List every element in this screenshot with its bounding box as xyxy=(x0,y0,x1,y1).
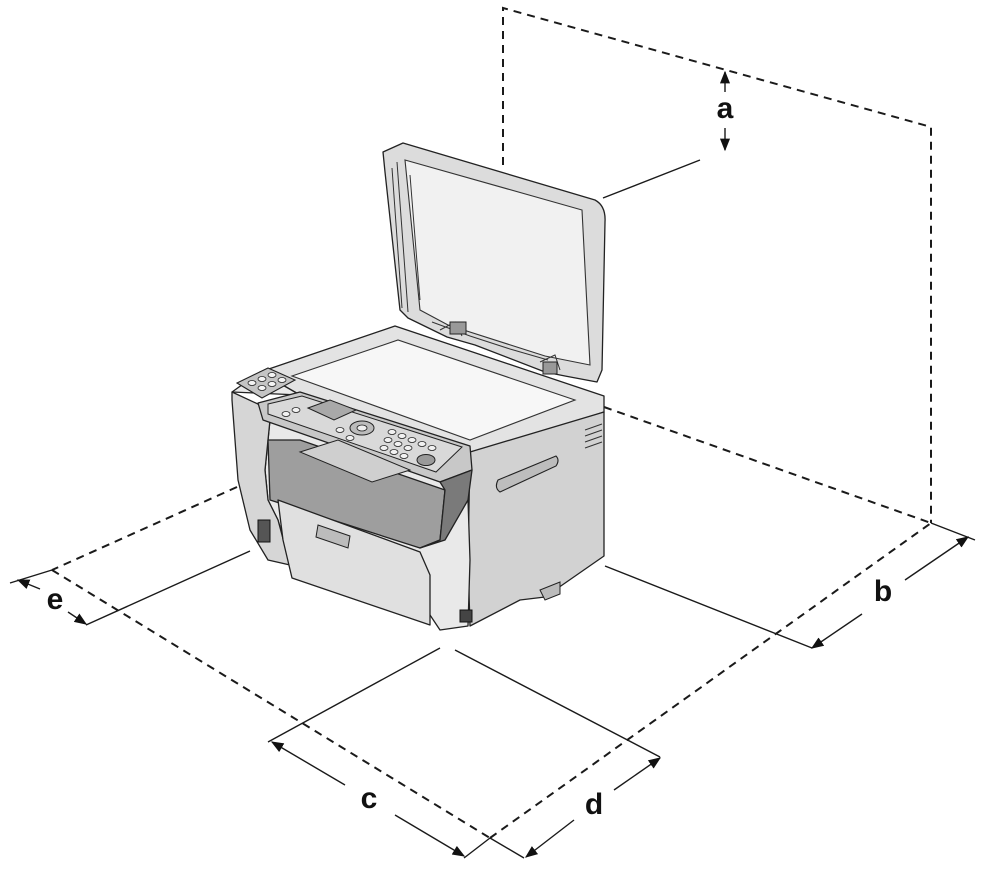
dimension-c: c xyxy=(267,647,491,859)
dimension-label-e: e xyxy=(47,583,64,616)
dimension-label-d: d xyxy=(585,788,603,821)
lid-hinge-left xyxy=(449,321,467,335)
extension-line-c-printer xyxy=(267,647,441,743)
arrow-icon xyxy=(613,757,662,791)
dimension-d: d xyxy=(454,649,662,859)
printer-foot xyxy=(539,581,561,601)
arrow-icon xyxy=(394,814,466,857)
extension-line-e-printer xyxy=(85,550,251,626)
lcd-display xyxy=(306,399,358,421)
side-handle xyxy=(495,455,559,493)
arrow-icon xyxy=(904,536,970,581)
leader-line-a xyxy=(602,159,701,199)
extension-line-d-printer xyxy=(454,649,661,758)
output-tray xyxy=(298,439,412,483)
arrow-icon xyxy=(16,579,41,590)
floor-front-left-edge xyxy=(51,569,491,839)
arrow-icon xyxy=(525,819,575,858)
clearance-planes xyxy=(51,6,932,839)
extension-line-d-wall xyxy=(489,837,525,859)
scanner-lid-pad xyxy=(404,159,591,366)
printer-illustration xyxy=(231,142,606,631)
floor-back-edge xyxy=(603,406,932,524)
dimension-label-c: c xyxy=(361,782,378,815)
arrow-icon xyxy=(270,741,346,786)
arrow-icon xyxy=(810,613,863,649)
dimension-label-b: b xyxy=(874,575,892,608)
front-band xyxy=(419,469,473,549)
side-key-panel xyxy=(235,367,297,399)
extension-line-e-wall xyxy=(9,569,53,584)
nav-dial-center xyxy=(356,424,368,432)
back-wall-outline xyxy=(502,6,932,523)
arrow-icon xyxy=(67,611,88,625)
dimension-a: a xyxy=(602,70,734,199)
power-switch xyxy=(257,519,271,543)
extension-line-b-wall xyxy=(930,522,976,541)
paper-tray-handle xyxy=(315,524,351,549)
floor-front-right-edge xyxy=(489,522,932,839)
extension-line-b-printer xyxy=(604,565,813,649)
floor-left-back-edge xyxy=(51,486,238,571)
dimension-b: b xyxy=(604,522,976,649)
side-vent xyxy=(584,423,603,449)
dimension-label-a: a xyxy=(717,92,734,125)
start-button xyxy=(416,454,436,466)
lid-hinge-right xyxy=(542,361,558,375)
paper-tray xyxy=(277,499,431,626)
keypad-buttons xyxy=(281,407,437,459)
side-keys xyxy=(247,372,287,391)
usb-port xyxy=(459,609,473,623)
extension-line-c-wall xyxy=(463,837,491,859)
document-glass xyxy=(290,339,577,441)
dimension-e: e xyxy=(9,550,251,626)
